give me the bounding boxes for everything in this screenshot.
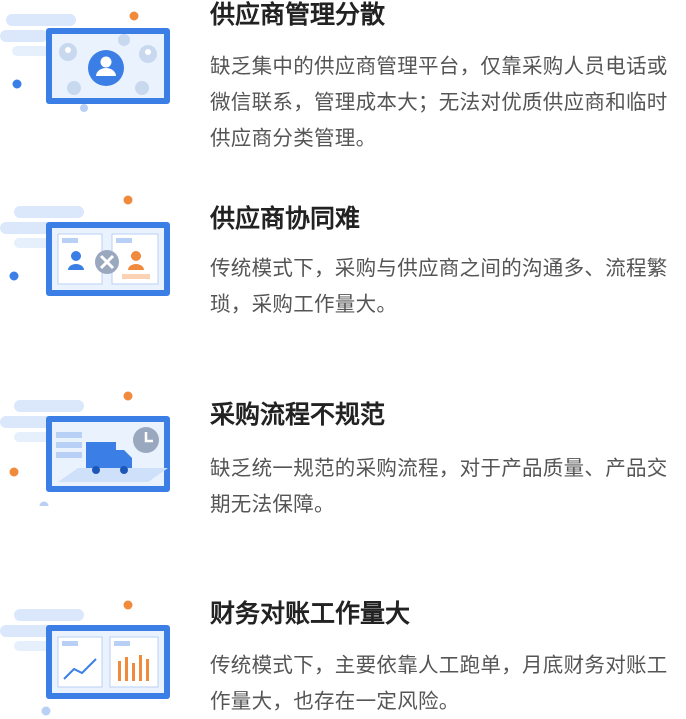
item-title: 财务对账工作量大: [210, 599, 411, 628]
pain-point-finance-reconciliation: 财务对账工作量大 传统模式下，主要依靠人工跑单，月底财务对账工作量大，也存在一定…: [0, 585, 686, 719]
supplier-network-icon: [0, 11, 170, 112]
pain-point-supplier-collaboration: 供应商协同难 传统模式下，采购与供应商之间的沟通多、流程繁琐，采购工作量大。: [0, 190, 686, 330]
item-title: 供应商管理分散: [210, 0, 386, 29]
item-description: 传统模式下，采购与供应商之间的沟通多、流程繁琐，采购工作量大。: [210, 256, 668, 316]
finance-charts-icon: [0, 600, 170, 716]
collaboration-blocked-icon: [0, 195, 170, 296]
delivery-truck-icon: [0, 391, 170, 506]
item-description: 传统模式下，主要依靠人工跑单，月底财务对账工作量大，也存在一定风险。: [210, 653, 668, 713]
item-title: 采购流程不规范: [210, 400, 386, 429]
item-description: 缺乏统一规范的采购流程，对于产品质量、产品交期无法保障。: [210, 456, 668, 516]
item-description: 缺乏集中的供应商管理平台，仅靠采购人员电话或微信联系，管理成本大；无法对优质供应…: [210, 54, 668, 150]
item-title: 供应商协同难: [210, 204, 361, 233]
pain-point-purchase-process: 采购流程不规范 缺乏统一规范的采购流程，对于产品质量、产品交期无法保障。: [0, 380, 686, 530]
pain-point-supplier-management: 供应商管理分散 缺乏集中的供应商管理平台，仅靠采购人员电话或微信联系，管理成本大…: [0, 0, 686, 160]
